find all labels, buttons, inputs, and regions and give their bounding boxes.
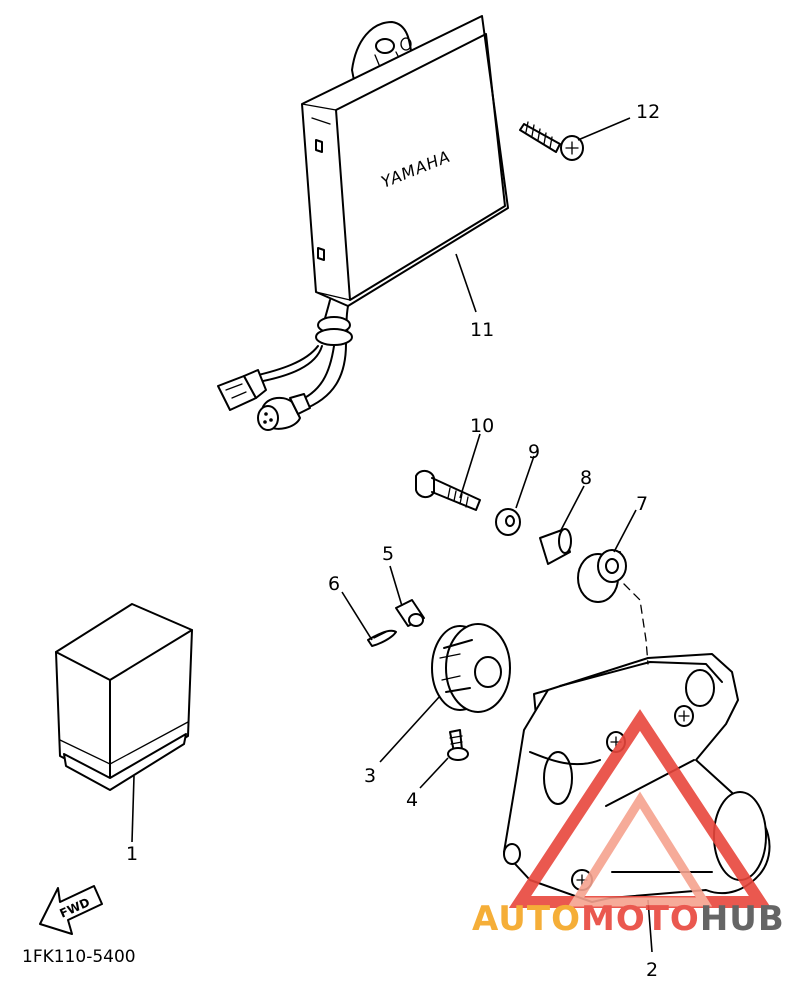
- diagram-code: 1FK110-5400: [22, 947, 136, 967]
- screw-12[interactable]: [519, 121, 584, 161]
- cdi-unit[interactable]: YAMAHA: [217, 15, 509, 431]
- callout-4: 4: [406, 789, 418, 811]
- bolt-10[interactable]: [415, 470, 481, 511]
- callout-2: 2: [646, 959, 658, 981]
- callout-8: 8: [580, 467, 592, 489]
- callout-7: 7: [636, 493, 648, 515]
- watermark-hub: HUB: [700, 899, 785, 939]
- callout-3: 3: [364, 765, 376, 787]
- callout-6: 6: [328, 573, 340, 595]
- callout-1: 1: [126, 843, 138, 865]
- relay-1[interactable]: [55, 603, 193, 791]
- svg-text:AUTOMOTOHUB: AUTOMOTOHUB: [472, 899, 785, 939]
- callout-10: 10: [470, 415, 494, 437]
- clip-6[interactable]: [367, 629, 397, 647]
- watermark-auto: AUTO: [472, 899, 581, 939]
- collar-8[interactable]: [539, 528, 572, 565]
- callout-9: 9: [528, 441, 540, 463]
- callout-12: 12: [636, 101, 660, 123]
- forward-direction-arrow: FWD: [39, 885, 103, 935]
- automotohub-watermark: AUTOMOTOHUB: [472, 709, 785, 939]
- washer-9[interactable]: [495, 508, 521, 536]
- watermark-moto: MOTO: [581, 899, 700, 939]
- callout-11: 11: [470, 319, 494, 341]
- cam-3[interactable]: [431, 623, 511, 713]
- grommet-7[interactable]: [577, 549, 627, 603]
- leader-lines: [131, 117, 653, 953]
- assembly-guide-line: [623, 583, 649, 665]
- pin-5[interactable]: [395, 599, 425, 627]
- callout-5: 5: [382, 543, 394, 565]
- screw-4[interactable]: [447, 729, 469, 761]
